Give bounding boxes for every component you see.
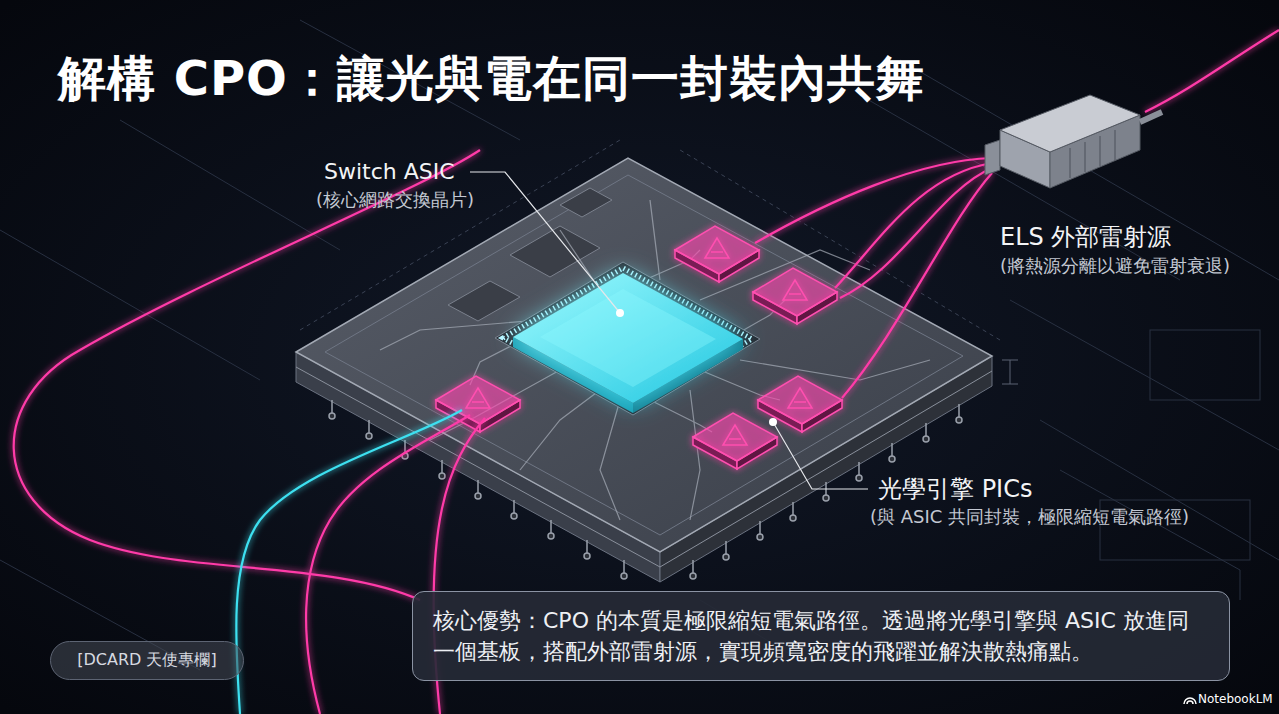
pic-glyph (788, 388, 812, 408)
optical-fiber (755, 158, 992, 243)
pin (329, 413, 335, 419)
trace (690, 390, 700, 520)
pin (759, 521, 761, 535)
pin (511, 513, 517, 519)
pic-glyph (705, 238, 729, 258)
pin (725, 541, 727, 555)
pin (331, 400, 333, 414)
summary-box: 核心優勢：CPO 的本質是極限縮短電氣路徑。透過將光學引擎與 ASIC 放進同 … (412, 591, 1230, 681)
pin (366, 433, 372, 439)
pin (925, 423, 927, 437)
pin (856, 475, 862, 481)
pin (441, 460, 443, 474)
pin (790, 515, 796, 521)
pic-glyph (723, 425, 747, 445)
pin (889, 456, 895, 462)
els-cable-gland (1140, 112, 1162, 122)
pin (623, 560, 625, 574)
trace (430, 370, 560, 440)
node-text: 核心優勢：CPO 的本質是極限縮短電氣路徑。透過將光學引擎與 ASIC 放進同 … (433, 605, 1209, 667)
part-name: 光學引擎 PICs (878, 475, 1032, 504)
pic-glyph (466, 388, 490, 408)
blueprint-line (1010, 300, 1279, 450)
part-name: ELS 外部雷射源 (1000, 223, 1171, 252)
board-component (448, 281, 520, 321)
trace (520, 390, 600, 470)
leader-line (773, 422, 868, 489)
optical-fiber (842, 173, 992, 398)
leader-dot (769, 418, 777, 426)
board-component (560, 188, 612, 217)
dimension-mark (1002, 360, 1018, 384)
pin (439, 473, 445, 479)
pin (548, 533, 554, 539)
trace (740, 360, 930, 380)
blueprint-line (860, 95, 1180, 280)
optical-engine-pic (758, 376, 842, 424)
pin (621, 573, 627, 579)
pin (792, 502, 794, 516)
pin (723, 554, 729, 560)
optical-engine-pic (675, 226, 759, 274)
pin (858, 462, 860, 476)
blueprint-frame (1150, 330, 1260, 400)
asic-substrate (495, 262, 760, 415)
trace (650, 400, 712, 432)
blueprint-line (0, 230, 260, 380)
part-note: (將熱源分離以避免雷射衰退) (1000, 255, 1230, 277)
pin (475, 493, 481, 499)
optical-fiber (14, 150, 480, 600)
pin (586, 540, 588, 554)
watermark-icon (1184, 698, 1196, 704)
optical-engine-pic (753, 268, 837, 316)
leader-group (470, 172, 868, 489)
pin (690, 573, 696, 579)
pin (477, 480, 479, 494)
asic-bumps (503, 268, 752, 409)
pic-group (436, 226, 842, 469)
optical-engine-pic (693, 413, 777, 461)
blueprint-line (120, 120, 340, 250)
blueprint-line (1060, 470, 1240, 600)
fiber-group (14, 30, 1279, 714)
pin (550, 520, 552, 534)
trace-group (380, 200, 930, 520)
pic-glyph (783, 280, 807, 300)
pin (513, 500, 515, 514)
switch-asic-die (513, 273, 743, 403)
blueprint-line (900, 60, 1279, 280)
pin (368, 420, 370, 434)
part-name: Switch ASIC (324, 159, 455, 185)
pin (692, 560, 694, 574)
blueprint-line (1040, 420, 1279, 560)
els-connector (985, 140, 1000, 175)
els-ribs (1070, 130, 1115, 178)
pin (584, 553, 590, 559)
pin (956, 417, 962, 423)
leader-line (470, 172, 620, 313)
trace (650, 200, 660, 280)
pin (923, 436, 929, 442)
node-text: [DCARD 天使專欄] (77, 650, 216, 671)
part-note: (與 ASIC 共同封裝，極限縮短電氣路徑) (870, 506, 1189, 528)
trace (600, 400, 620, 520)
pin (958, 404, 960, 418)
asic-highlight (540, 289, 716, 387)
external-laser-source (1000, 95, 1140, 152)
title-text: 解構 CPO：讓光與電在同一封裝內共舞 (58, 54, 925, 102)
blueprint-grid (0, 20, 1279, 670)
substrate-border (325, 175, 963, 535)
leader-dot (616, 309, 624, 317)
pin (823, 495, 829, 501)
pin (757, 534, 763, 540)
watermark: NotebookLM (1198, 692, 1273, 706)
pin (891, 443, 893, 457)
part-note: (核心網路交換晶片) (316, 189, 474, 211)
optical-fiber (1145, 30, 1279, 112)
tag-pill: [DCARD 天使專欄] (50, 641, 244, 680)
optical-fiber (840, 168, 992, 298)
